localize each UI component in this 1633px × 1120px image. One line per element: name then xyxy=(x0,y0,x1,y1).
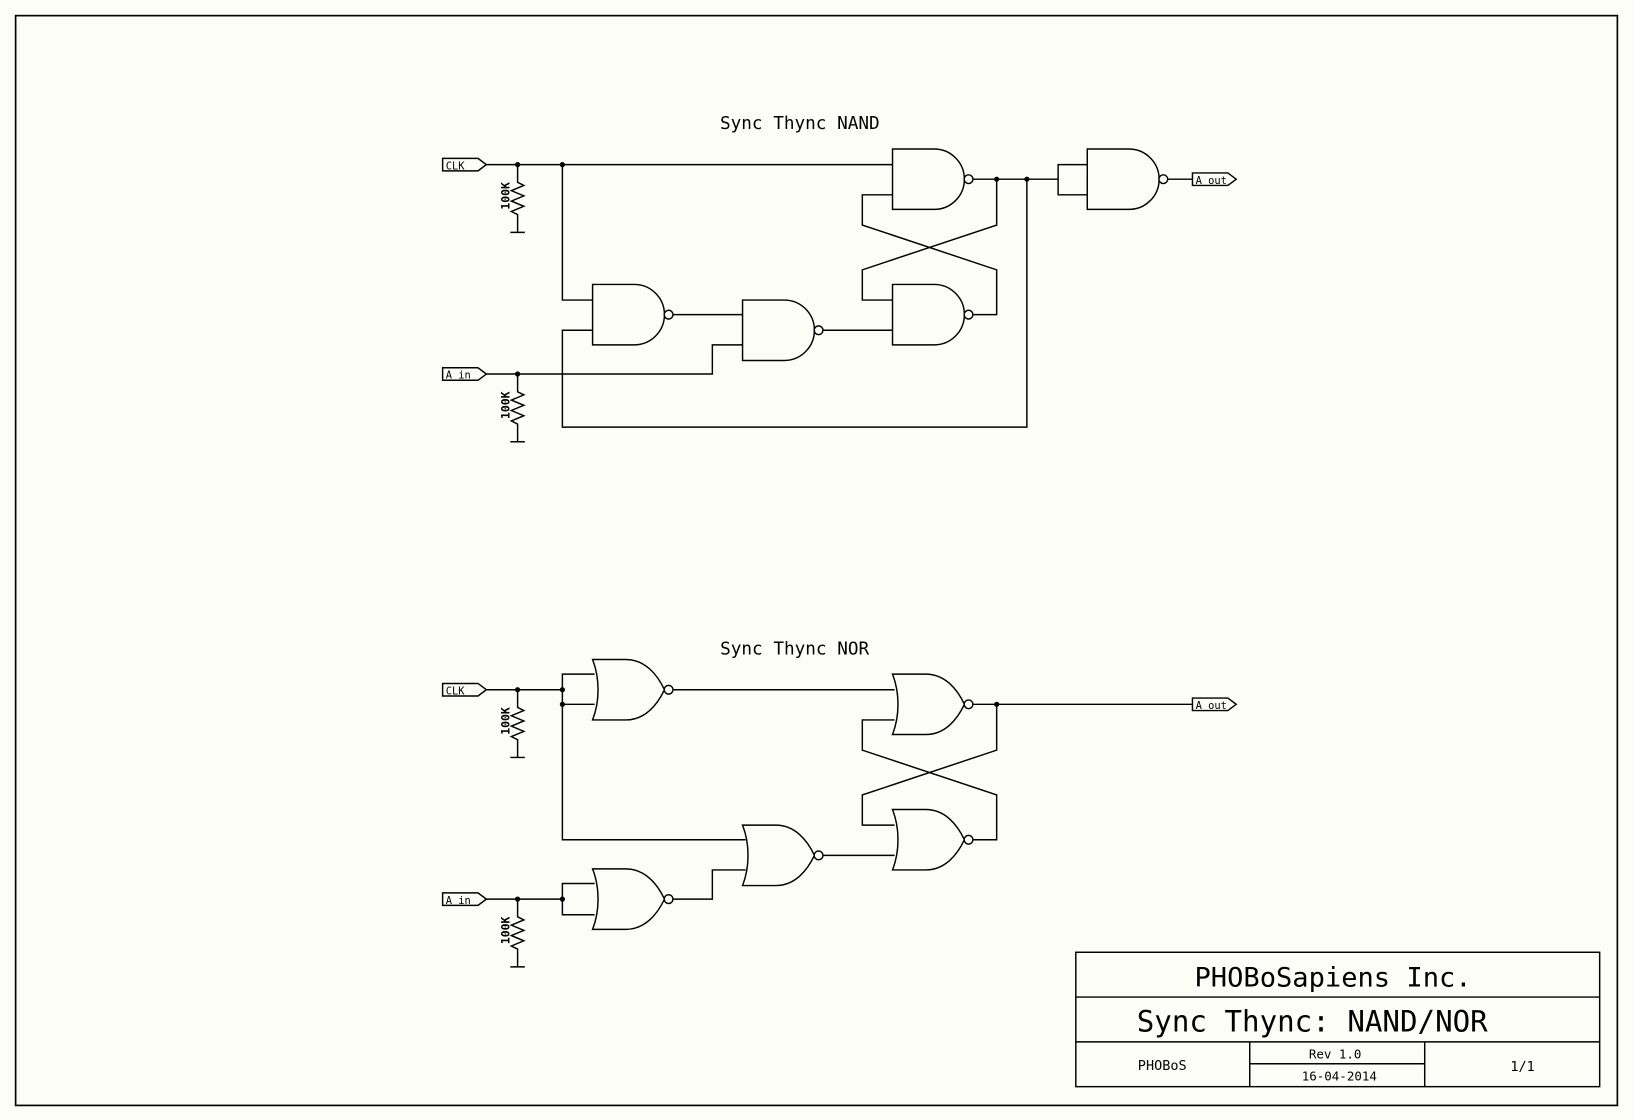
nor-a-in-input-port[interactable]: A in xyxy=(441,892,488,907)
title-block: PHOBoSapiens Inc. Sync Thync: NAND/NOR P… xyxy=(1075,951,1601,1088)
nand-gate-latch-bottom xyxy=(891,283,974,346)
a-in-input-label: A in xyxy=(446,370,471,382)
a-in-resistor-value: 100K xyxy=(498,391,512,419)
nor-gate-latch-bottom xyxy=(891,808,974,871)
revision: Rev 1.0 xyxy=(1309,1047,1362,1062)
nand-wires xyxy=(486,162,1193,428)
nor-clk-pulldown-resistor: 100K xyxy=(498,688,526,759)
nor-gate-clk xyxy=(591,658,674,721)
nand-circuit-title: Sync Thync NAND xyxy=(720,114,880,134)
drawing-frame xyxy=(14,14,1619,1107)
sheet-number: 1/1 xyxy=(1510,1059,1534,1075)
date: 16-04-2014 xyxy=(1302,1068,1377,1083)
clk-resistor-value: 100K xyxy=(498,182,512,210)
nor-gate-latch-top xyxy=(891,673,974,736)
nor-clk-resistor-value: 100K xyxy=(498,707,512,735)
clk-pulldown-resistor: 100K xyxy=(498,163,526,234)
nor-a-out-output-port[interactable]: A out xyxy=(1191,697,1238,712)
nor-a-in-resistor-value: 100K xyxy=(498,916,512,944)
a-in-input-port[interactable]: A in xyxy=(441,367,488,382)
nor-wires xyxy=(486,673,1193,916)
a-in-pulldown-resistor: 100K xyxy=(498,373,526,443)
nor-gate-combine xyxy=(741,824,824,887)
nor-a-in-pulldown-resistor: 100K xyxy=(498,898,526,968)
nor-clk-input-label: CLK xyxy=(446,685,466,697)
nor-clk-input-port[interactable]: CLK xyxy=(441,682,488,697)
a-out-output-port[interactable]: A out xyxy=(1191,172,1238,187)
nor-a-in-input-label: A in xyxy=(446,895,471,907)
clk-input-port[interactable]: CLK xyxy=(441,157,488,172)
nand-gate-latch-top xyxy=(891,148,974,211)
company-name: PHOBoSapiens Inc. xyxy=(1195,963,1472,994)
nand-circuit: Sync Thync NAND CLK A in A out 100K 100K xyxy=(441,114,1238,443)
author: PHOBoS xyxy=(1138,1058,1187,1074)
nor-circuit-title: Sync Thync NOR xyxy=(720,639,869,659)
nand-gate-output xyxy=(1086,148,1169,211)
nor-gate-a-in xyxy=(591,868,674,931)
nand-gate-input-1 xyxy=(591,283,674,346)
nor-circuit: Sync Thync NOR CLK A in A out 100K 100K xyxy=(441,639,1238,968)
nor-a-out-output-label: A out xyxy=(1196,700,1227,712)
clk-input-label: CLK xyxy=(446,160,466,172)
a-out-output-label: A out xyxy=(1196,175,1227,187)
drawing-title: Sync Thync: NAND/NOR xyxy=(1137,1004,1488,1038)
nand-gate-input-2 xyxy=(741,299,824,362)
